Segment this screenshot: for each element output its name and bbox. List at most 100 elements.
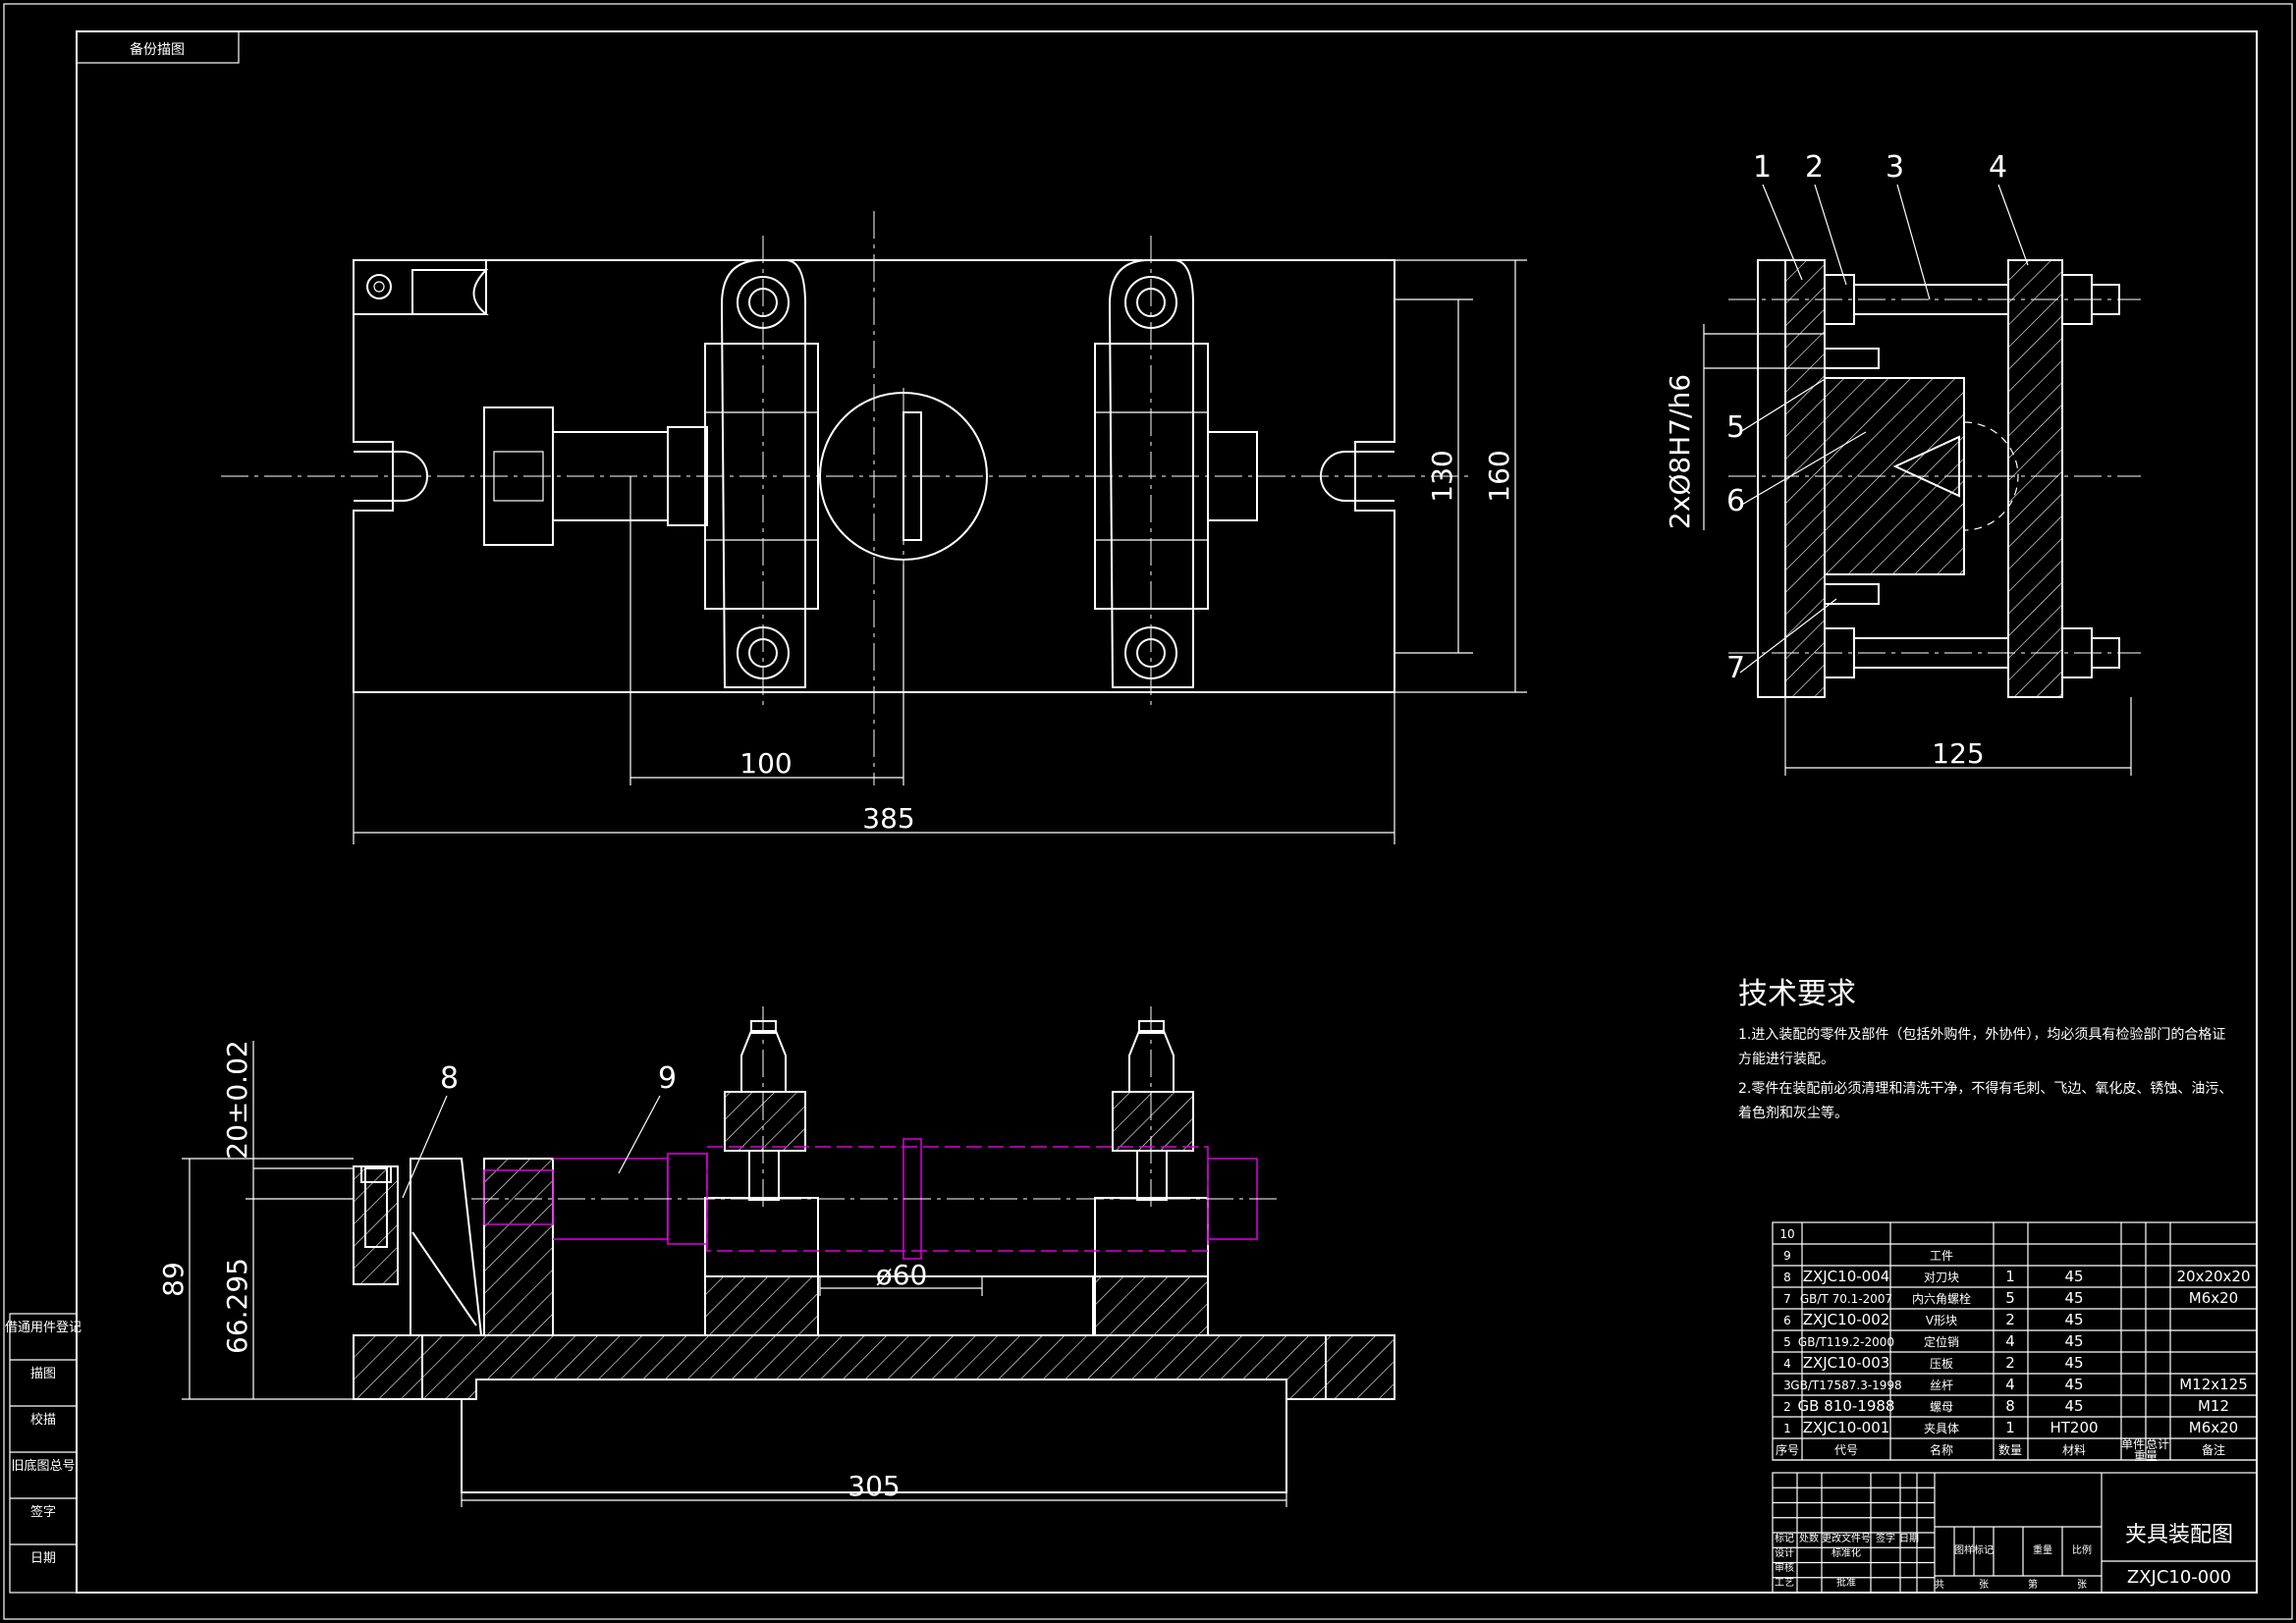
title-block-label: 重量 [2033,1543,2052,1556]
bom-header-name: 名称 [1930,1442,1953,1457]
tech-line1: 1.进入装配的零件及部件（包括外购件，外协件），均必须具有检验部门的合格证 [1738,1027,2225,1043]
bom-qty: 2 [2005,1354,2015,1372]
balloon-6: 6 [1726,484,1745,518]
bom-name: 丝杆 [1930,1379,1953,1392]
title-block-label: 标准化 [1831,1546,1861,1559]
bom-mat: 45 [2064,1268,2083,1285]
bom-header-single: 单件 [2121,1437,2145,1451]
bom-code: ZXJC10-004 [1803,1268,1890,1285]
bom-mat: 45 [2064,1397,2083,1415]
dim-tol: 20±0.02 [221,1040,253,1159]
dim-130: 130 [1426,450,1458,502]
balloon-9: 9 [658,1061,677,1096]
front-view: 385 100 130 160 [221,211,1527,844]
bom-no: 8 [1783,1271,1791,1284]
bom-code: GB 810-1988 [1798,1397,1895,1415]
strip-label-4: 签字 [30,1504,56,1520]
inner-frame [76,30,2258,1594]
title-block-label: 第 [2028,1578,2038,1591]
balloon-3: 3 [1886,150,1904,185]
title-block-label: 张 [1979,1579,1989,1591]
balloon-7: 7 [1726,651,1745,685]
bom-name: 螺母 [1930,1400,1953,1414]
bom-name: V形块 [1926,1314,1957,1327]
bom-header-note: 备注 [2202,1442,2225,1457]
bom-header-qty: 数量 [1998,1442,2022,1457]
bom-code: ZXJC10-001 [1803,1419,1890,1436]
bom-qty: 8 [2005,1397,2015,1415]
bom-name: 定位销 [1924,1334,1959,1349]
bom-mat: 45 [2064,1354,2083,1372]
bom-note: M6x20 [2189,1419,2238,1436]
bom-mat: 45 [2064,1289,2083,1307]
tech-requirements: 技术要求 1.进入装配的零件及部件（包括外购件，外协件），均必须具有检验部门的合… [1738,977,2232,1121]
side-strip: 借通用件登记 描图 校描 旧底图总号 签字 日期 [5,1313,82,1594]
title-block-label: 处数 [1799,1532,1819,1544]
title-block-label: 工艺 [1775,1577,1794,1589]
bom-note: M12 [2198,1397,2229,1415]
drawing-name: 夹具装配图 [2125,1523,2233,1547]
bom-mat: HT200 [2050,1419,2098,1436]
bom-note: M12x125 [2179,1376,2248,1393]
bom-header-total: 总计 [2146,1437,2169,1451]
title-block-label: 比例 [2072,1543,2092,1556]
bom-code: GB/T 70.1-2007 [1800,1292,1892,1306]
bom-code: GB/T119.2-2000 [1798,1335,1894,1349]
bom-name: 对刀块 [1924,1271,1959,1284]
title-block: 标记处数更改文件号签字日期设计标准化审核工艺批准图样标记重量比例共张第张 夹具装… [1772,1472,2258,1594]
bom-code: GB/T17587.3-1998 [1790,1379,1901,1392]
dim-66295: 66.295 [221,1258,253,1354]
bom-name: 内六角螺栓 [1912,1291,1971,1306]
dim-89: 89 [157,1262,190,1297]
title-block-label: 共 [1935,1579,1944,1591]
title-block-label: 审核 [1775,1561,1794,1574]
strip-label-5: 日期 [30,1551,56,1566]
bom-no: 3 [1783,1379,1791,1392]
title-block-label: 日期 [1899,1533,1919,1544]
tech-line1b: 方能进行装配。 [1738,1052,1834,1067]
balloon-2: 2 [1805,150,1824,185]
bom-header-code: 代号 [1834,1443,1858,1457]
title-block-label: 批准 [1836,1576,1856,1589]
title-block-label: 张 [2077,1579,2087,1591]
dim-100: 100 [739,747,792,780]
bom-qty: 5 [2005,1289,2015,1307]
bom-qty: 2 [2005,1311,2015,1328]
bom-qty: 4 [2005,1376,2015,1393]
dim-305: 305 [847,1470,900,1502]
bom-header-no: 序号 [1776,1442,1799,1457]
dim-fit: 2xØ8H7/h6 [1664,374,1696,529]
bom-no: 10 [1779,1227,1794,1241]
outer-border [3,3,2293,1620]
bom-header-mat: 材料 [2062,1443,2086,1457]
bom-code: ZXJC10-003 [1803,1354,1890,1372]
tech-line2: 2.零件在装配前必须清理和清洗干净，不得有毛刺、飞边、氧化皮、锈蚀、油污、 [1738,1080,2232,1097]
bom-no: 1 [1783,1422,1791,1435]
bom-mat: 45 [2064,1311,2083,1328]
strip-label-3: 旧底图总号 [11,1458,75,1474]
bom-qty: 4 [2005,1332,2015,1350]
bom-qty: 1 [2005,1268,2015,1285]
bom-no: 9 [1783,1249,1791,1263]
bom-no: 7 [1783,1292,1791,1306]
balloon-4: 4 [1989,150,2007,185]
bom-mat: 45 [2064,1376,2083,1393]
title-block-label: 签字 [1876,1532,1895,1544]
top-left-box-label: 备份描图 [130,41,185,58]
strip-label-0: 借通用件登记 [5,1321,82,1335]
bom-mat: 45 [2064,1332,2083,1350]
bom-no: 2 [1783,1400,1791,1414]
title-block-label: 更改文件号 [1822,1532,1871,1544]
strip-label-2: 校描 [30,1412,56,1428]
bom-no: 4 [1783,1357,1791,1371]
bom-header-weight: 重量 [2134,1449,2158,1463]
dim-160: 160 [1483,450,1515,502]
drawing-number: ZXJC10-000 [2127,1567,2231,1588]
section-view: 305 ø60 89 66.295 20±0.02 8 9 [157,1006,1395,1507]
title-block-label: 设计 [1775,1546,1794,1559]
balloon-8: 8 [440,1061,459,1096]
bom-note: 20x20x20 [2176,1268,2250,1285]
bom-name: 工件 [1930,1249,1953,1263]
